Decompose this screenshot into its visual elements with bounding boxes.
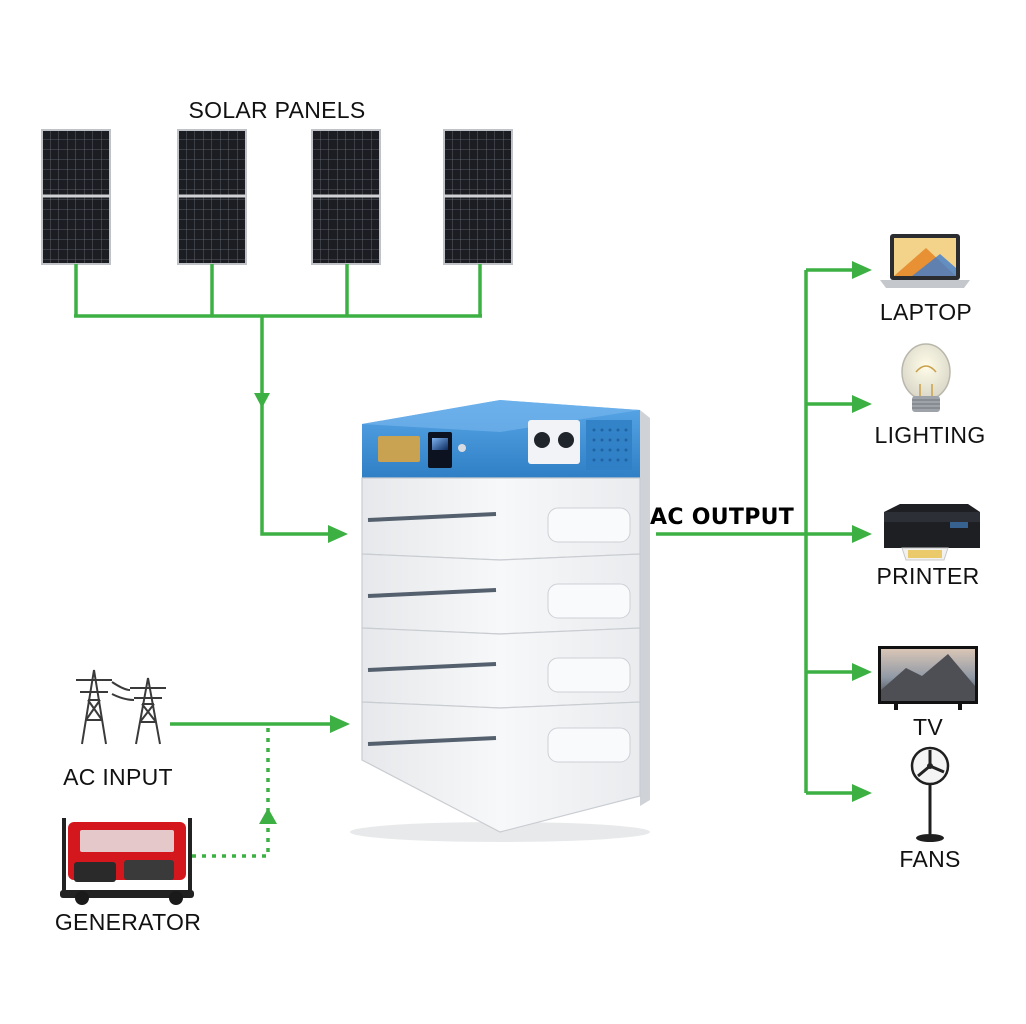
lighting-label: LIGHTING	[874, 422, 986, 448]
bulb-icon	[901, 343, 951, 412]
ac-input-label: AC INPUT	[63, 764, 173, 790]
arrow-right-icon	[852, 261, 872, 279]
printer-icon	[884, 504, 980, 561]
generator-label: GENERATOR	[54, 909, 202, 935]
ac-output-wiring	[656, 268, 856, 795]
fan-icon	[910, 746, 950, 842]
generator-icon	[60, 818, 194, 905]
arrow-right-icon	[852, 663, 872, 681]
battery-stack-icon	[350, 400, 650, 842]
ac-input-wiring	[170, 722, 332, 858]
power-tower-icon	[76, 669, 166, 745]
tv-label: TV	[913, 714, 943, 740]
fans-label: FANS	[899, 846, 961, 872]
solar-panel-icon	[41, 129, 111, 265]
arrow-right-icon	[328, 525, 348, 543]
printer-label: PRINTER	[876, 563, 980, 589]
ac-output-label: AC OUTPUT	[650, 505, 795, 530]
arrow-right-icon	[852, 784, 872, 802]
arrow-right-icon	[330, 715, 350, 733]
solar-panel-icon	[443, 129, 513, 265]
arrow-up-icon	[259, 808, 277, 824]
arrow-right-icon	[852, 395, 872, 413]
laptop-icon	[880, 234, 970, 288]
solar-panel-icon	[177, 129, 247, 265]
arrow-down-icon	[254, 393, 270, 408]
arrow-right-icon	[852, 525, 872, 543]
solar-wiring	[74, 264, 482, 536]
solar-panels-label: SOLAR PANELS	[188, 97, 366, 123]
solar-panel-icon	[311, 129, 381, 265]
tv-icon	[878, 646, 978, 710]
laptop-label: LAPTOP	[879, 299, 973, 325]
